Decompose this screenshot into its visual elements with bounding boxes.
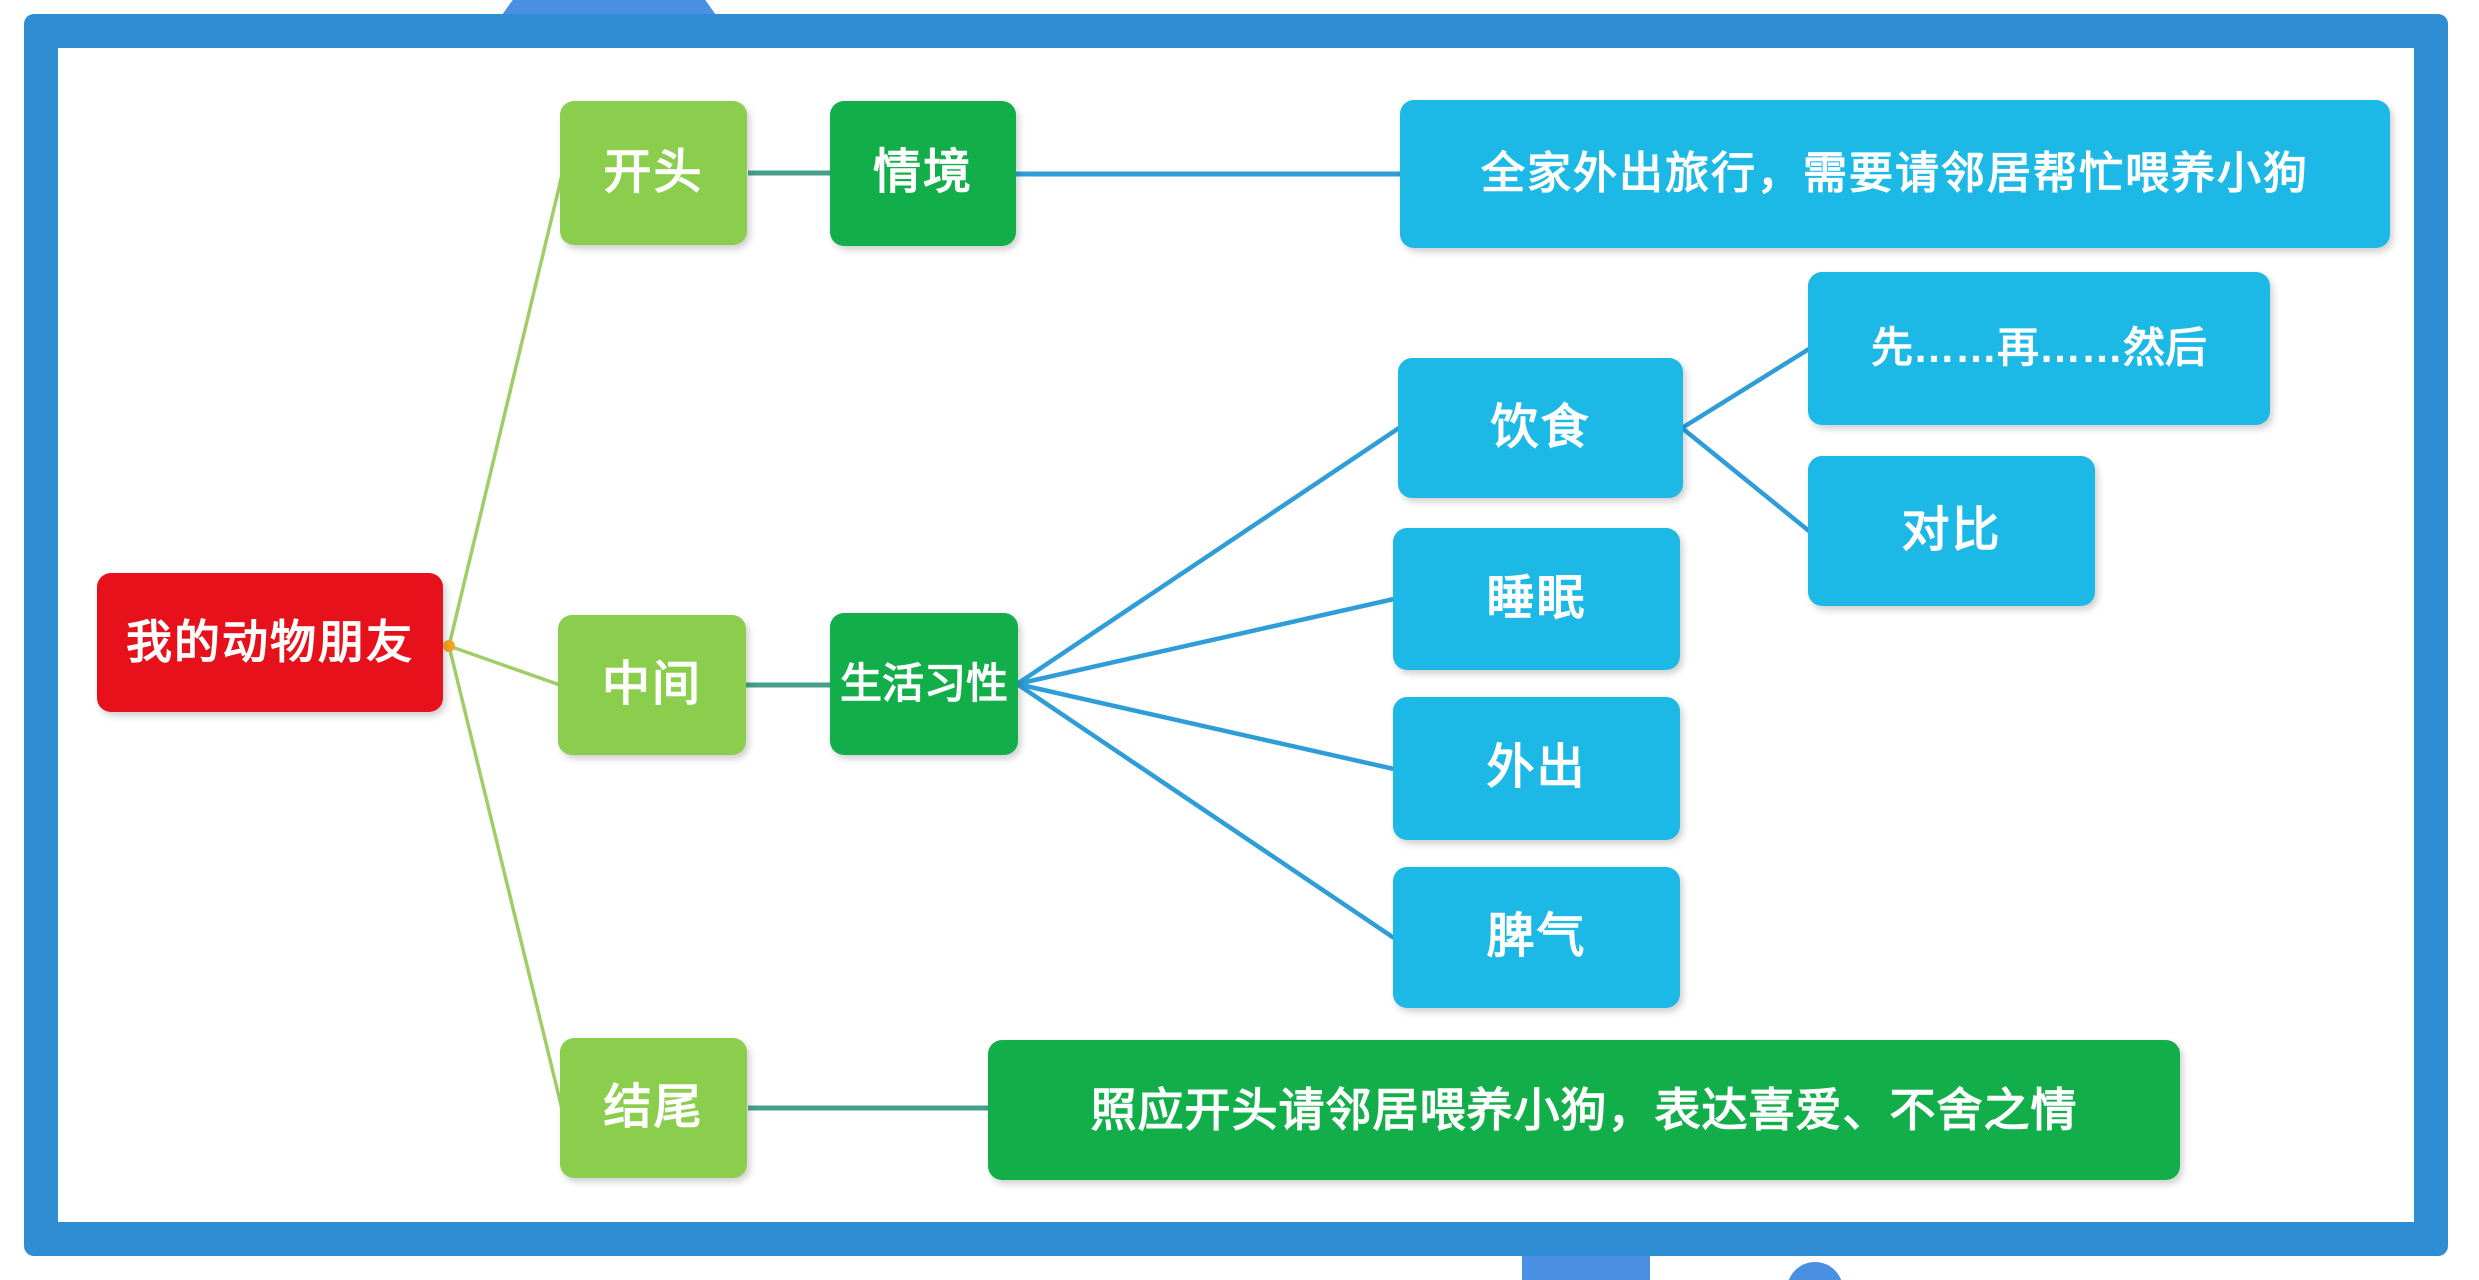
node-going-out[interactable]: 外出 <box>1393 697 1680 840</box>
node-ending[interactable]: 结尾 <box>560 1038 747 1178</box>
bottom-decorative-dome <box>1787 1262 1843 1280</box>
node-temper[interactable]: 脾气 <box>1393 867 1680 1008</box>
node-situation-detail[interactable]: 全家外出旅行，需要请邻居帮忙喂养小狗 <box>1400 100 2390 248</box>
node-living-habits[interactable]: 生活习性 <box>830 613 1018 755</box>
node-sleep[interactable]: 睡眠 <box>1393 528 1680 670</box>
node-ending-detail[interactable]: 照应开头请邻居喂养小狗，表达喜爱、不舍之情 <box>988 1040 2180 1180</box>
node-diet[interactable]: 饮食 <box>1398 358 1683 498</box>
node-root-my-animal-friend[interactable]: 我的动物朋友 <box>97 573 443 712</box>
node-sequence-words[interactable]: 先……再……然后 <box>1808 272 2270 425</box>
node-beginning[interactable]: 开头 <box>560 101 747 245</box>
node-middle[interactable]: 中间 <box>558 615 746 755</box>
node-situation[interactable]: 情境 <box>830 101 1016 246</box>
node-contrast[interactable]: 对比 <box>1808 456 2095 606</box>
